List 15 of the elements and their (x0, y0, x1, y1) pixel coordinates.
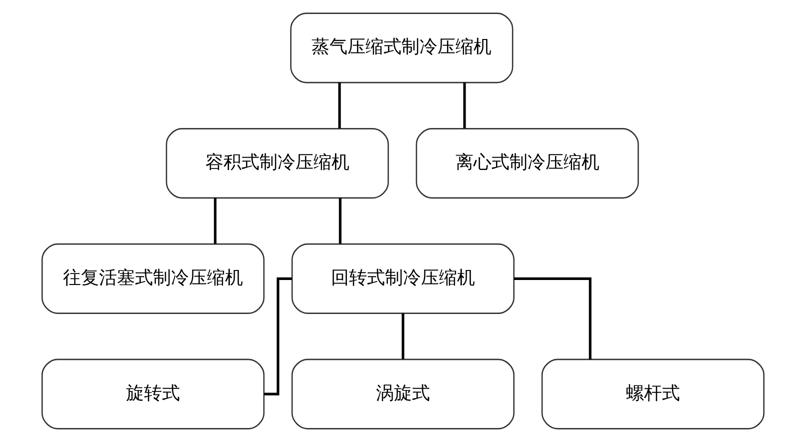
connector (402, 313, 404, 360)
node-box: 容积式制冷压缩机 (166, 128, 389, 199)
node-box: 螺杆式 (541, 358, 764, 430)
node-box: 涡旋式 (291, 358, 515, 430)
node-box: 回转式制冷压缩机 (291, 243, 515, 314)
connector (514, 277, 592, 360)
node-box: 往复活塞式制冷压缩机 (42, 243, 265, 314)
node-box: 离心式制冷压缩机 (416, 128, 639, 199)
connector (338, 82, 341, 128)
connector (264, 277, 292, 396)
connector (463, 82, 466, 128)
connector (338, 198, 342, 244)
connector (214, 198, 216, 244)
node-box: 旋转式 (42, 358, 265, 430)
node-box: 蒸气压缩式制冷压缩机 (290, 12, 514, 84)
